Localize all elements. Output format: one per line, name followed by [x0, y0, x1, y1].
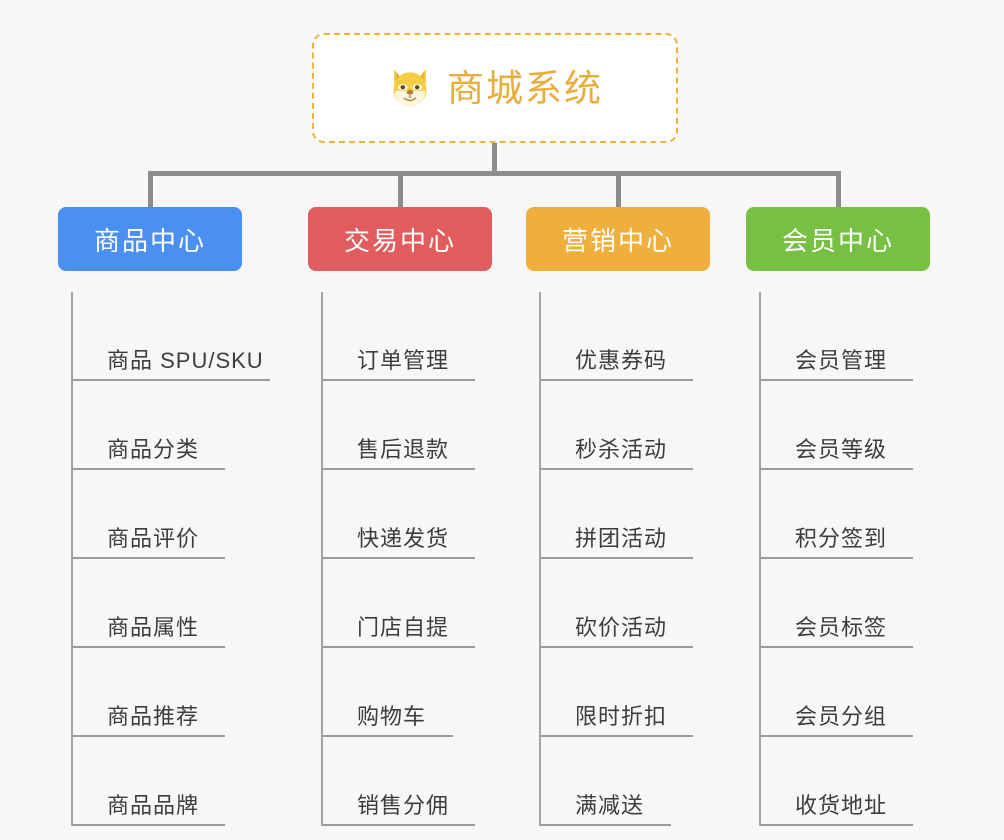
leaf-item[interactable]: 商品属性	[73, 559, 242, 648]
leaf-item-label: 商品推荐	[107, 704, 200, 729]
leaf-item-label: 秒杀活动	[575, 437, 668, 462]
leaf-underline: 门店自提	[323, 610, 475, 648]
leaf-underline: 商品评价	[73, 521, 225, 559]
branch-member-center: 会员中心会员管理会员等级积分签到会员标签会员分组收货地址	[746, 207, 930, 826]
leaf-underline: 商品 SPU/SKU	[73, 343, 270, 381]
leaf-item-label: 会员分组	[795, 704, 888, 729]
leaf-underline: 收货地址	[761, 788, 913, 826]
leaf-item[interactable]: 门店自提	[323, 559, 492, 648]
leaf-underline: 满减送	[541, 788, 671, 826]
branch-header-trade-center[interactable]: 交易中心	[308, 207, 492, 271]
leaf-underline: 购物车	[323, 699, 453, 737]
leaf-item-label: 售后退款	[357, 437, 450, 462]
leaf-underline: 积分签到	[761, 521, 913, 559]
branch-header-member-center[interactable]: 会员中心	[746, 207, 930, 271]
connector-drop-product-center	[148, 171, 153, 209]
connector-horizontal-bus	[150, 171, 840, 176]
branch-product-center: 商品中心商品 SPU/SKU 商品分类商品评价商品属性商品推荐商品品牌	[58, 207, 270, 826]
leaf-underline: 会员等级	[761, 432, 913, 470]
leaf-item[interactable]: 会员管理	[761, 292, 930, 381]
leaf-underline: 快递发货	[323, 521, 475, 559]
connector-drop-trade-center	[398, 171, 403, 209]
leaf-item[interactable]: 会员等级	[761, 381, 930, 470]
leaf-underline: 商品推荐	[73, 699, 225, 737]
leaf-item[interactable]: 会员标签	[761, 559, 930, 648]
branch-marketing-center: 营销中心优惠券码秒杀活动拼团活动砍价活动限时折扣满减送	[526, 207, 710, 826]
leaf-item[interactable]: 拼团活动	[541, 470, 710, 559]
leaf-item-label: 优惠券码	[575, 348, 668, 373]
leaf-item[interactable]: 售后退款	[323, 381, 492, 470]
leaf-item[interactable]: 商品分类	[73, 381, 242, 470]
leaf-item[interactable]: 限时折扣	[541, 648, 710, 737]
leaf-item[interactable]: 秒杀活动	[541, 381, 710, 470]
leaf-item-label: 商品 SPU/SKU	[107, 348, 264, 373]
leaf-item-label: 商品属性	[107, 615, 200, 640]
leaf-item[interactable]: 快递发货	[323, 470, 492, 559]
branch-trade-center: 交易中心订单管理售后退款快递发货门店自提购物车销售分佣	[308, 207, 492, 826]
leaf-underline: 售后退款	[323, 432, 475, 470]
leaf-underline: 商品属性	[73, 610, 225, 648]
leaf-item[interactable]: 商品评价	[73, 470, 242, 559]
leaf-underline: 商品品牌	[73, 788, 225, 826]
leaf-item-label: 限时折扣	[575, 704, 668, 729]
leaf-item-label: 收货地址	[795, 793, 888, 818]
leaf-underline: 砍价活动	[541, 610, 693, 648]
shiba-dog-icon	[393, 69, 427, 109]
leaf-list-marketing-center: 优惠券码秒杀活动拼团活动砍价活动限时折扣满减送	[539, 292, 710, 826]
leaf-item-label: 商品分类	[107, 437, 200, 462]
leaf-item[interactable]: 满减送	[541, 737, 710, 826]
leaf-item[interactable]: 销售分佣	[323, 737, 492, 826]
leaf-item[interactable]: 砍价活动	[541, 559, 710, 648]
leaf-item[interactable]: 优惠券码	[541, 292, 710, 381]
leaf-item-label: 销售分佣	[357, 793, 450, 818]
leaf-item-label: 门店自提	[357, 615, 450, 640]
leaf-item-label: 会员管理	[795, 348, 888, 373]
leaf-item-label: 积分签到	[795, 526, 888, 551]
connector-drop-marketing-center	[616, 171, 621, 209]
leaf-underline: 会员标签	[761, 610, 913, 648]
leaf-underline: 限时折扣	[541, 699, 693, 737]
branch-header-product-center[interactable]: 商品中心	[58, 207, 242, 271]
leaf-item-label: 会员标签	[795, 615, 888, 640]
root-node-mall-system[interactable]: 商城系统	[312, 33, 678, 143]
leaf-underline: 商品分类	[73, 432, 225, 470]
leaf-list-member-center: 会员管理会员等级积分签到会员标签会员分组收货地址	[759, 292, 930, 826]
leaf-item-label: 商品评价	[107, 526, 200, 551]
leaf-item[interactable]: 商品品牌	[73, 737, 242, 826]
leaf-item[interactable]: 收货地址	[761, 737, 930, 826]
leaf-underline: 秒杀活动	[541, 432, 693, 470]
connector-root-stem	[492, 143, 497, 174]
leaf-underline: 订单管理	[323, 343, 475, 381]
leaf-item[interactable]: 购物车	[323, 648, 492, 737]
leaf-item-label: 购物车	[357, 704, 427, 729]
leaf-item-label: 快递发货	[357, 526, 450, 551]
leaf-item-label: 商品品牌	[107, 793, 200, 818]
connector-drop-member-center	[836, 171, 841, 209]
leaf-underline: 销售分佣	[323, 788, 475, 826]
branch-header-marketing-center[interactable]: 营销中心	[526, 207, 710, 271]
root-node-title: 商城系统	[447, 67, 603, 109]
leaf-item-label: 拼团活动	[575, 526, 668, 551]
leaf-item-label: 砍价活动	[575, 615, 668, 640]
leaf-item[interactable]: 订单管理	[323, 292, 492, 381]
leaf-item-label: 满减送	[575, 793, 645, 818]
leaf-underline: 拼团活动	[541, 521, 693, 559]
leaf-item[interactable]: 商品推荐	[73, 648, 242, 737]
leaf-item[interactable]: 积分签到	[761, 470, 930, 559]
leaf-item[interactable]: 会员分组	[761, 648, 930, 737]
leaf-list-trade-center: 订单管理售后退款快递发货门店自提购物车销售分佣	[321, 292, 492, 826]
leaf-list-product-center: 商品 SPU/SKU 商品分类商品评价商品属性商品推荐商品品牌	[71, 292, 270, 826]
leaf-item-label: 订单管理	[357, 348, 450, 373]
leaf-item-label: 会员等级	[795, 437, 888, 462]
leaf-underline: 会员管理	[761, 343, 913, 381]
leaf-underline: 优惠券码	[541, 343, 693, 381]
leaf-item[interactable]: 商品 SPU/SKU	[73, 292, 270, 381]
leaf-underline: 会员分组	[761, 699, 913, 737]
